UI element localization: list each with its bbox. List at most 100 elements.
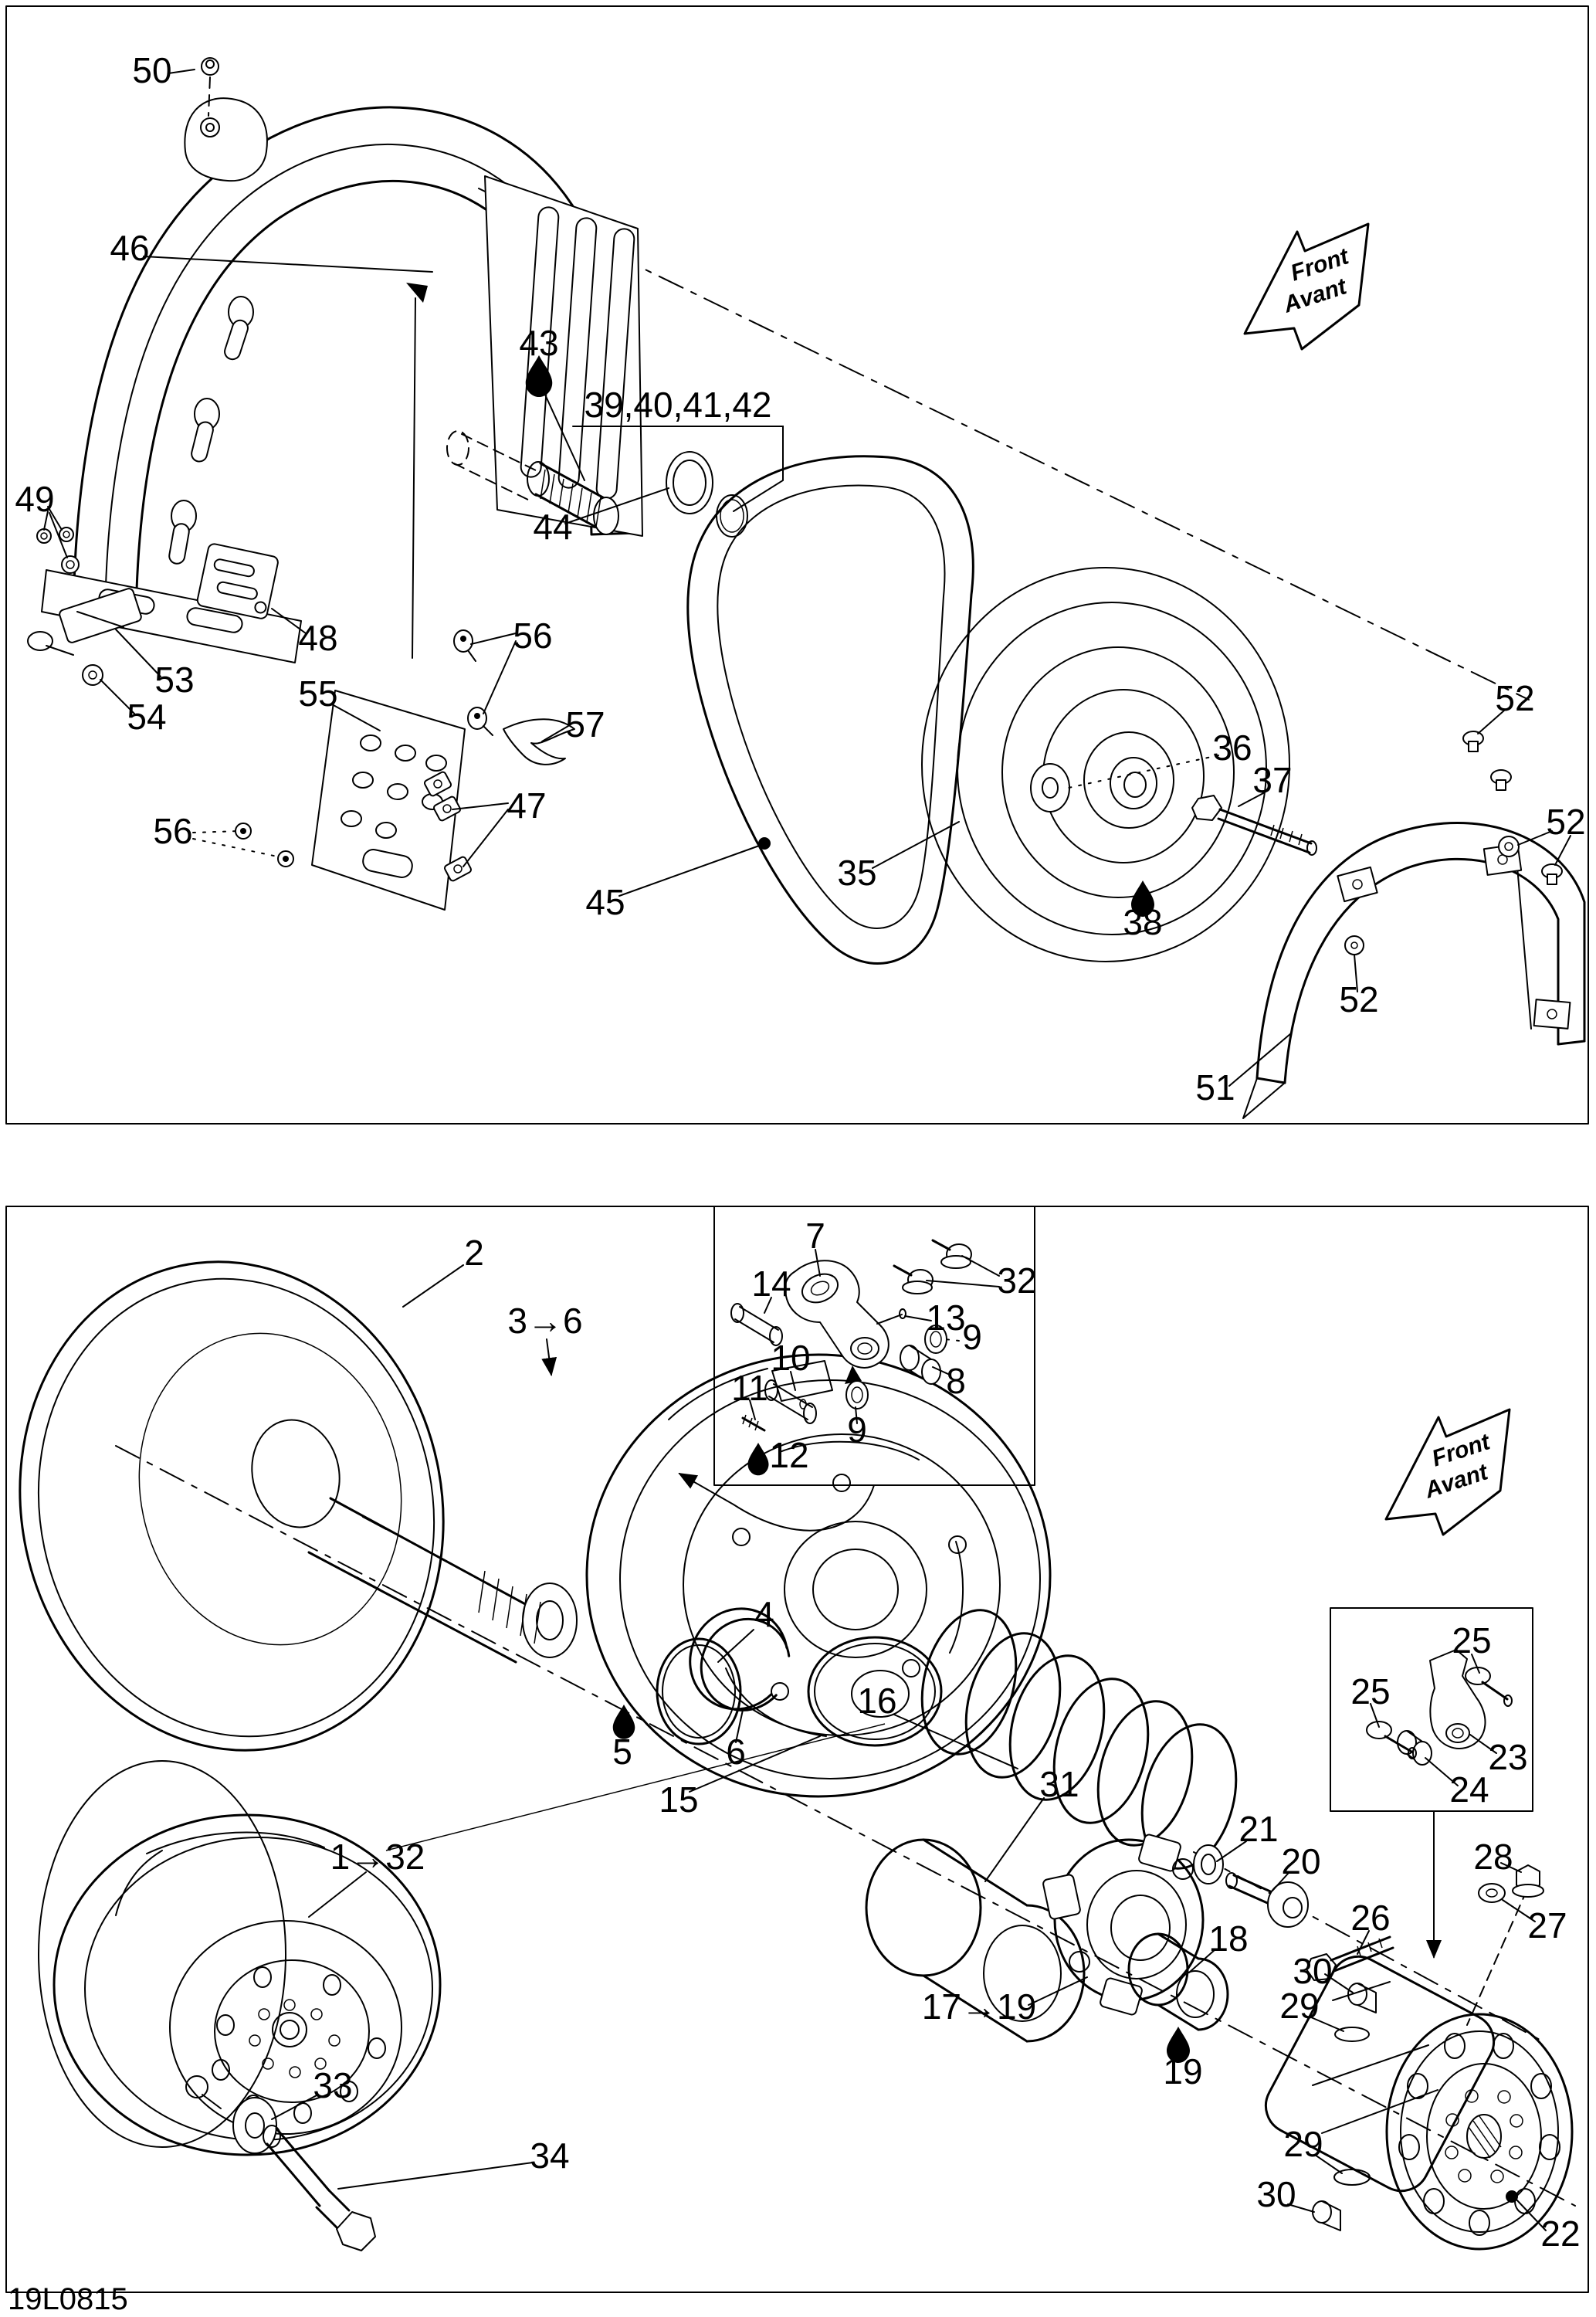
- oil-drop-icon: [612, 1705, 635, 1739]
- bracket-53-54: [27, 588, 142, 686]
- driven-pulley-35: [921, 567, 1290, 962]
- grommet-50: [201, 57, 219, 117]
- screws-56-right: [453, 629, 493, 736]
- part-label-4: 4: [754, 1594, 774, 1634]
- belt-point-45: [758, 837, 771, 850]
- part-label-48: 48: [298, 618, 337, 658]
- part-label-9: 9: [962, 1317, 982, 1357]
- washer-21: [1193, 1844, 1224, 1884]
- clip-nuts-47: [424, 771, 472, 882]
- bolt-34: [263, 2125, 376, 2251]
- part-label-56: 56: [513, 616, 552, 656]
- part-label-22: 22: [1540, 2214, 1580, 2254]
- part-label-52: 52: [1495, 678, 1534, 718]
- sleeve-31: [865, 1838, 1086, 2043]
- oil-drops: [525, 355, 1190, 2063]
- belt-guard-frame-46: [41, 97, 643, 663]
- part-label-24: 24: [1449, 1769, 1489, 1810]
- frame-ear: [184, 97, 268, 182]
- part-label-39-40-41-42: 39,40,41,42: [584, 385, 771, 425]
- part-label-57: 57: [565, 704, 605, 745]
- part-label-35: 35: [837, 853, 876, 893]
- part-label-12: 12: [769, 1435, 808, 1475]
- o-ring: [716, 494, 748, 538]
- leader-lines-bottom: [271, 1249, 1547, 2231]
- bolts-32: [893, 1239, 972, 1294]
- part-labels: 5046494853545556565747434439,40,41,42453…: [15, 50, 1585, 2254]
- part-label-26: 26: [1350, 1898, 1390, 1938]
- rivets-52: [1344, 731, 1563, 955]
- set-screw-11: [741, 1414, 766, 1432]
- part-label-18: 18: [1208, 1918, 1248, 1959]
- part-label-1-32: 1→32: [330, 1837, 425, 1877]
- part-label-53: 53: [154, 660, 194, 700]
- washer-9a: [924, 1325, 947, 1354]
- rocker-arm-7: [784, 1260, 889, 1369]
- part-label-47: 47: [507, 785, 546, 826]
- part-label-38: 38: [1123, 902, 1162, 942]
- bracket-55: [311, 690, 466, 911]
- pin-30a: [1347, 1983, 1377, 2013]
- part-label-28: 28: [1473, 1837, 1513, 1877]
- part-label-13: 13: [926, 1298, 965, 1338]
- part-label-37: 37: [1252, 760, 1292, 800]
- pin-10: [764, 1379, 817, 1424]
- part-label-25: 25: [1452, 1620, 1491, 1661]
- pointer-arrow-icon: [845, 1365, 862, 1384]
- part-label-52: 52: [1339, 979, 1378, 1019]
- pin-14: [730, 1303, 783, 1346]
- part-label-7: 7: [805, 1216, 825, 1256]
- lever-23: [1429, 1649, 1486, 1749]
- washer-36: [1030, 763, 1070, 812]
- washer-9b: [845, 1380, 869, 1410]
- part-label-16: 16: [857, 1681, 896, 1721]
- part-label-29: 29: [1283, 2124, 1323, 2164]
- top-panel-border: [5, 5, 1589, 1125]
- part-label-14: 14: [751, 1264, 791, 1304]
- drive-belt-45: [686, 455, 974, 965]
- part-label-32: 32: [997, 1260, 1036, 1301]
- washer-33: [232, 2097, 277, 2154]
- pin-13: [876, 1308, 906, 1325]
- centerline-top: [478, 188, 1530, 701]
- part-label-45: 45: [585, 882, 625, 922]
- part-label-15: 15: [659, 1779, 698, 1820]
- screw-25b: [1366, 1721, 1417, 1759]
- cam-17-19: [1042, 1834, 1205, 2016]
- part-label-17-19: 17→19: [922, 1986, 1036, 2027]
- part-label-3-6: 3→6: [507, 1301, 582, 1341]
- part-label-50: 50: [132, 50, 171, 90]
- fixed-sheave-2: [19, 1260, 578, 1752]
- part-label-46: 46: [110, 228, 149, 268]
- washer-15: [807, 1636, 943, 1747]
- assembly-arrow-icon: [406, 283, 428, 303]
- part-label-5: 5: [612, 1732, 632, 1772]
- part-label-20: 20: [1281, 1841, 1320, 1881]
- inset1-reference-arrow: [678, 1473, 875, 1532]
- part-label-43: 43: [519, 323, 558, 363]
- fasteners-49: [36, 527, 80, 574]
- part-label-51: 51: [1195, 1067, 1235, 1108]
- part-label-6: 6: [726, 1732, 746, 1772]
- washer-27: [1478, 1883, 1506, 1903]
- part-label-27: 27: [1527, 1905, 1567, 1946]
- centerline-nut: [1466, 1888, 1528, 2026]
- part-label-9: 9: [847, 1410, 867, 1450]
- pin-30b: [1312, 2200, 1341, 2231]
- oil-drop-icon: [1131, 880, 1154, 917]
- cotter-pin-57: [503, 718, 575, 765]
- nut-28: [1512, 1864, 1544, 1898]
- part-label-2: 2: [464, 1233, 484, 1273]
- part-label-54: 54: [127, 697, 166, 737]
- clutch-half-3-6: [585, 1353, 1052, 1798]
- front-arrow-top: Front Avant: [1243, 222, 1370, 351]
- part-label-49: 49: [15, 479, 54, 519]
- bolt-37: [1191, 795, 1317, 856]
- part-point-22: [1506, 2190, 1518, 2203]
- leader-lines-top: [43, 69, 1571, 1087]
- part-label-56: 56: [153, 811, 192, 851]
- sheave-22: [1264, 1955, 1574, 2251]
- part-label-23: 23: [1488, 1737, 1527, 1777]
- part-label-31: 31: [1039, 1764, 1079, 1804]
